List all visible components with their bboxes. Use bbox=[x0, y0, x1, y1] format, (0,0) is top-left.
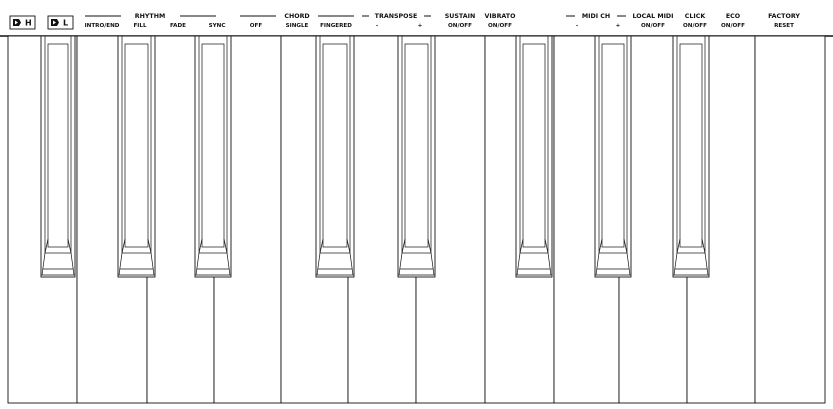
key-label-vibrato-onoff: ON/OFF bbox=[488, 23, 512, 29]
group-label-chord: CHORD bbox=[284, 13, 309, 20]
black-key[interactable] bbox=[40, 35, 76, 278]
group-label-vibrato: VIBRATO bbox=[485, 13, 517, 20]
hand-h-icon: H bbox=[9, 15, 36, 30]
black-key[interactable] bbox=[515, 35, 553, 278]
white-key[interactable] bbox=[754, 35, 826, 404]
group-label-rhythm: RHYTHM bbox=[135, 13, 166, 20]
black-key[interactable] bbox=[397, 35, 436, 278]
key-label-fade: FADE bbox=[170, 23, 186, 29]
hand-l-letter: L bbox=[63, 19, 68, 28]
black-key[interactable] bbox=[672, 35, 710, 278]
hand-h-letter: H bbox=[25, 19, 32, 28]
black-key[interactable] bbox=[194, 35, 232, 278]
key-label-click-onoff: ON/OFF bbox=[683, 23, 707, 29]
group-label-midi-ch: MIDI CH bbox=[582, 13, 610, 20]
group-label-eco: ECO bbox=[726, 13, 741, 20]
key-label-transpose-minus: - bbox=[376, 23, 379, 29]
black-key[interactable] bbox=[594, 35, 632, 278]
key-label-local-midi-onoff: ON/OFF bbox=[641, 23, 665, 29]
group-label-click: CLICK bbox=[685, 13, 707, 20]
key-label-eco-onoff: ON/OFF bbox=[721, 23, 745, 29]
key-label-midi-minus: - bbox=[576, 23, 579, 29]
key-label-midi-plus: + bbox=[616, 23, 621, 29]
key-label-sync: SYNC bbox=[209, 23, 226, 29]
group-label-factory: FACTORY bbox=[768, 13, 800, 20]
hand-l-icon: L bbox=[47, 15, 74, 30]
key-label-single: SINGLE bbox=[286, 23, 309, 29]
black-keys bbox=[40, 35, 710, 278]
key-label-factory-reset: RESET bbox=[774, 23, 794, 29]
key-label-fill: FILL bbox=[133, 23, 146, 29]
key-label-off: OFF bbox=[250, 23, 263, 29]
group-label-sustain: SUSTAIN bbox=[445, 13, 475, 20]
black-key[interactable] bbox=[315, 35, 355, 278]
group-label-transpose: TRANSPOSE bbox=[375, 13, 418, 20]
key-label-fingered: FINGERED bbox=[320, 23, 352, 29]
key-label-transpose-plus: + bbox=[418, 23, 423, 29]
black-key[interactable] bbox=[117, 35, 156, 278]
group-label-local-midi: LOCAL MIDI bbox=[632, 13, 673, 20]
key-label-sustain-onoff: ON/OFF bbox=[448, 23, 472, 29]
key-label-intro-end: INTRO/END bbox=[85, 23, 120, 29]
